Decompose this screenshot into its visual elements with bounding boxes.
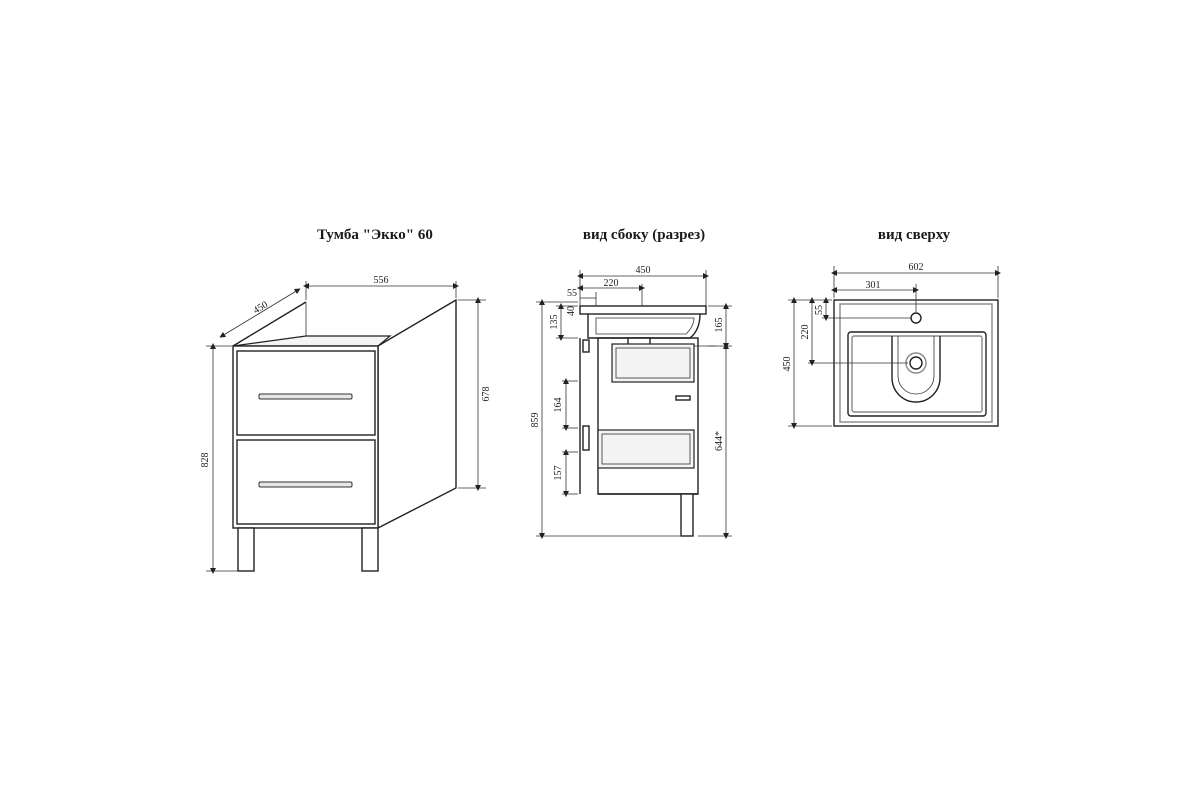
dim-front-body-height: 678	[481, 387, 492, 402]
dim-front-width: 556	[374, 275, 389, 286]
drawer-upper-handle	[258, 393, 353, 400]
dim-side-sink-height: 135	[549, 315, 560, 330]
dim-side-total-height: 859	[530, 413, 541, 428]
dim-side-top-gap: 55	[567, 288, 577, 299]
section-drawer-lower	[597, 429, 695, 469]
drawer-lower-handle	[258, 481, 353, 488]
top-view: 602 301 55 220 450	[782, 262, 1001, 429]
sink-bowl	[847, 331, 987, 417]
section-drawer-upper	[611, 343, 695, 383]
front-view: 556 450 828 678	[200, 275, 492, 574]
leg-right	[361, 527, 379, 572]
cabinet-side-panel	[377, 298, 457, 530]
dim-side-body-height: 644*	[714, 431, 725, 451]
dim-side-drain-offset: 220	[604, 278, 619, 289]
side-view: 450 220 55 40 135 164 157 859	[530, 265, 732, 539]
section-leg	[680, 493, 694, 537]
dim-top-drain-from-back: 220	[800, 325, 811, 340]
dim-top-width: 602	[909, 262, 924, 273]
drawer-upper	[236, 350, 376, 436]
leg-left	[237, 527, 255, 572]
dim-side-drawer-upper: 164	[553, 398, 564, 413]
dim-side-depth: 450	[636, 265, 651, 276]
drain-hole	[909, 356, 923, 370]
top-view-title: вид сверху	[878, 227, 951, 243]
dim-top-depth: 450	[782, 357, 793, 372]
cabinet-top-rim	[232, 335, 392, 347]
dim-side-upper-section: 165	[714, 318, 725, 333]
dim-front-depth: 450	[251, 299, 270, 316]
dim-side-rim: 40	[566, 306, 577, 316]
dim-front-total-height: 828	[200, 453, 211, 468]
tap-hole	[910, 312, 922, 324]
front-view-title: Тумба "Экко" 60	[317, 227, 433, 243]
sink-basin-curve	[891, 336, 941, 403]
sink-top	[579, 305, 707, 315]
dim-top-tap-offset: 301	[866, 280, 881, 291]
dim-top-tap-from-back: 55	[814, 305, 825, 315]
side-view-title: вид сбоку (разрез)	[583, 227, 705, 243]
dim-side-drawer-lower: 157	[553, 466, 564, 481]
